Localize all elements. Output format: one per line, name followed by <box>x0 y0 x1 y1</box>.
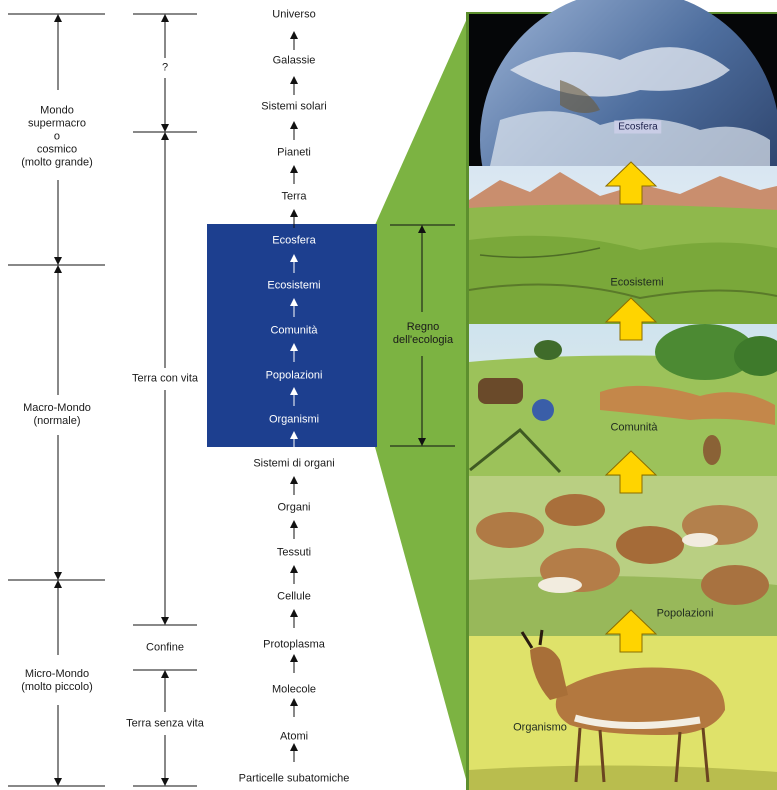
antelope <box>476 512 544 548</box>
life-label-living: Terra con vita <box>131 372 199 385</box>
level-particelle-subatomiche: Particelle subatomiche <box>238 772 350 785</box>
panel-popolazioni <box>469 476 777 636</box>
up-arrow-icon <box>604 450 658 494</box>
scale-label-macro: Macro-Mondo (normale) <box>23 402 91 427</box>
level-tessuti: Tessuti <box>276 546 312 559</box>
scale-label-micro: Micro-Mondo (molto piccolo) <box>21 668 93 693</box>
life-column <box>133 13 197 787</box>
tree <box>534 340 562 360</box>
level-protoplasma: Protoplasma <box>263 638 325 651</box>
level-organismi: Organismi <box>268 413 320 426</box>
scale-label-cosmic: Mondo supermacro o cosmico (molto grande… <box>21 104 93 169</box>
panel-organismo <box>469 629 777 790</box>
panel-caption-comunita: Comunità <box>610 421 658 434</box>
level-ecosfera: Ecosfera <box>272 234 316 247</box>
panel-caption-ecosfera: Ecosfera <box>614 120 662 134</box>
realm-label: Regno dell'ecologia <box>392 321 454 346</box>
level-sistemi-di-organi: Sistemi di organi <box>253 457 335 470</box>
level-pianeti: Pianeti <box>277 146 311 159</box>
antelope <box>701 565 769 605</box>
antelope <box>545 494 605 526</box>
level-universo: Universo <box>272 8 316 21</box>
pronghorn-head <box>530 646 568 700</box>
panel-caption-ecosistemi: Ecosistemi <box>610 276 664 289</box>
up-arrow-icon <box>604 161 658 205</box>
life-label-nonliving: Terra senza vita <box>126 717 204 730</box>
realm-bracket <box>390 224 455 447</box>
prairie-dog <box>703 435 721 465</box>
antelope-herd <box>600 385 775 425</box>
level-sistemi-solari: Sistemi solari <box>261 100 327 113</box>
level-ecosistemi: Ecosistemi <box>267 279 321 292</box>
panel-caption-popolazioni: Popolazioni <box>656 607 714 620</box>
pronghorn-body <box>555 667 725 735</box>
antelope <box>616 526 684 564</box>
level-cellule: Cellule <box>277 590 311 603</box>
up-arrow-icon <box>604 609 658 653</box>
panel-caption-organismo: Organismo <box>513 721 567 734</box>
level-popolazioni: Popolazioni <box>265 369 323 382</box>
level-comunita: Comunità <box>270 324 318 337</box>
bird <box>532 399 554 421</box>
level-terra: Terra <box>281 190 307 203</box>
level-atomi: Atomi <box>279 730 309 743</box>
level-molecole: Molecole <box>271 683 317 696</box>
scale-column <box>8 13 105 787</box>
life-label-boundary: Confine <box>146 641 184 654</box>
horse-rider <box>478 378 523 404</box>
bush <box>655 324 755 380</box>
level-galassie: Galassie <box>272 54 316 67</box>
panel-arrows <box>604 161 658 653</box>
up-arrow-icon <box>604 297 658 341</box>
panel-comunita <box>469 324 777 476</box>
level-organi: Organi <box>277 501 311 514</box>
life-label-unknown: ? <box>161 61 169 74</box>
bush <box>734 336 777 376</box>
